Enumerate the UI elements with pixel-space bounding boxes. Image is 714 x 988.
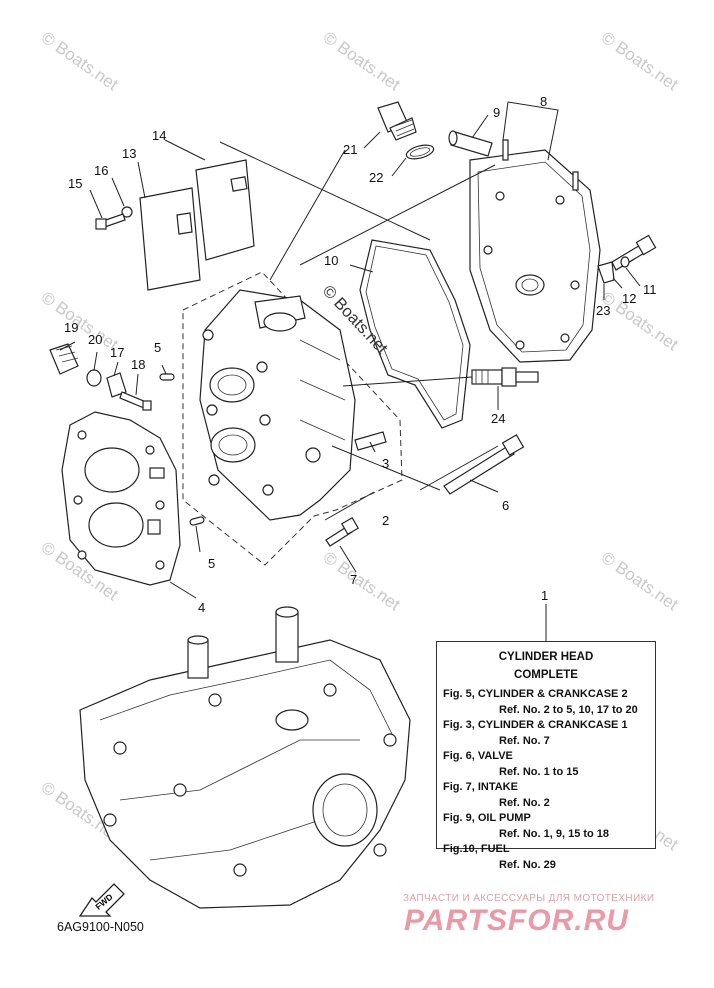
legend-title: CYLINDER HEAD	[498, 651, 594, 663]
o-ring	[405, 144, 435, 160]
callout-11: 11	[643, 282, 657, 297]
callout-5b: 5	[208, 556, 215, 571]
anode-ring	[86, 369, 102, 387]
callout-15: 15	[68, 176, 82, 191]
legend-ref: Ref. No. 29	[499, 858, 556, 871]
legend-fig: Fig. 9, OIL PUMP	[443, 812, 531, 824]
callout-8: 8	[540, 94, 547, 109]
watermark: © Boats.net	[320, 548, 404, 615]
forward-arrow-icon: FWD	[78, 883, 125, 917]
watermark: © Boats.net	[598, 28, 682, 95]
callout-6: 6	[502, 498, 509, 513]
dowel-pin	[159, 373, 175, 381]
anode-screw	[119, 391, 152, 411]
callout-4: 4	[198, 600, 205, 615]
legend-fig: Fig.10, FUEL	[443, 843, 510, 855]
bracket-clip	[597, 261, 615, 284]
callout-12: 12	[622, 291, 636, 306]
legend-ref: Ref. No. 1 to 15	[499, 765, 579, 778]
callout-7: 7	[350, 572, 357, 587]
legend-ref: Ref. No. 2	[499, 796, 550, 809]
callout-9: 9	[493, 105, 500, 120]
callout-20: 20	[88, 332, 102, 347]
legend-fig: Fig. 6, VALVE	[443, 750, 513, 762]
crankcase-block	[79, 606, 411, 909]
legend-ref: Ref. No. 1, 9, 15 to 18	[499, 827, 610, 840]
head-bolt-short	[325, 516, 360, 547]
callout-17: 17	[110, 345, 124, 360]
cover-plate	[195, 159, 255, 261]
callout-18: 18	[131, 357, 145, 372]
head-bolt	[443, 434, 525, 495]
legend-subtitle: COMPLETE	[514, 669, 578, 681]
head-gasket	[61, 411, 181, 586]
legend-ref: Ref. No. 7	[499, 734, 550, 747]
callout-13: 13	[122, 146, 136, 161]
anode	[106, 372, 127, 398]
callout-22: 22	[369, 170, 383, 185]
legend-entry: Fig. 7, INTAKE Ref. No. 2	[443, 780, 649, 811]
watermark: © Boats.net	[598, 548, 682, 615]
plate-washer	[121, 206, 133, 218]
leader-lines	[59, 101, 641, 641]
thermo-switch	[471, 367, 539, 387]
callout-3: 3	[382, 456, 389, 471]
legend-fig: Fig. 3, CYLINDER & CRANKCASE 1	[443, 719, 628, 731]
dowel-pin	[189, 516, 205, 526]
legend-entry: Fig. 3, CYLINDER & CRANKCASE 1 Ref. No. 7	[443, 718, 649, 749]
callout-2: 2	[382, 513, 389, 528]
head-cover-gasket	[359, 239, 471, 429]
cylinder-head	[199, 289, 356, 521]
plate-screw	[95, 213, 126, 230]
watermark: © Boats.net	[38, 28, 122, 95]
legend-entry: Fig. 9, OIL PUMP Ref. No. 1, 9, 15 to 18	[443, 811, 649, 842]
callout-numbers: 1 2 3 4 5 5 6 7 8 9 10 11 12 13 14 15 16…	[64, 94, 657, 615]
cover-bolt	[611, 234, 657, 271]
legend-entry: Fig. 5, CYLINDER & CRANKCASE 2 Ref. No. 2…	[443, 687, 649, 718]
legend-ref: Ref. No. 2 to 5, 10, 17 to 20	[499, 703, 638, 716]
hose-fitting	[448, 130, 493, 157]
callout-21: 21	[343, 142, 357, 157]
callout-16: 16	[94, 163, 108, 178]
callout-5a: 5	[154, 340, 161, 355]
shop-logo: PARTSFOR.RU	[404, 904, 629, 937]
watermark: © Boats.net	[598, 288, 682, 355]
oil-filler-plug	[377, 101, 417, 141]
anode-cap	[49, 343, 79, 375]
legend-list: Fig. 5, CYLINDER & CRANKCASE 2 Ref. No. 2…	[437, 687, 655, 873]
legend-entry: Fig. 6, VALVE Ref. No. 1 to 15	[443, 749, 649, 780]
cylinder-head-cover	[469, 139, 601, 363]
shop-subtitle: ЗАПЧАСТИ И АКСЕССУАРЫ ДЛЯ МОТОТЕХНИКИ	[403, 893, 655, 904]
head-plug	[354, 431, 387, 451]
callout-1: 1	[541, 588, 548, 603]
cover-plate-gasket	[139, 187, 201, 291]
callout-14: 14	[152, 128, 166, 143]
callout-19: 19	[64, 320, 78, 335]
bolt-washer	[620, 256, 630, 268]
figure-code: 6AG9100-N050	[57, 920, 144, 934]
legend-entry: Fig.10, FUEL Ref. No. 29	[443, 842, 649, 873]
callout-23: 23	[596, 303, 610, 318]
callout-24: 24	[491, 411, 505, 426]
watermark: © Boats.net	[320, 28, 404, 95]
legend-fig: Fig. 7, INTAKE	[443, 781, 518, 793]
callout-10: 10	[324, 253, 338, 268]
legend-fig: Fig. 5, CYLINDER & CRANKCASE 2	[443, 688, 628, 700]
legend-box: CYLINDER HEAD COMPLETE Fig. 5, CYLINDER …	[436, 641, 656, 871]
